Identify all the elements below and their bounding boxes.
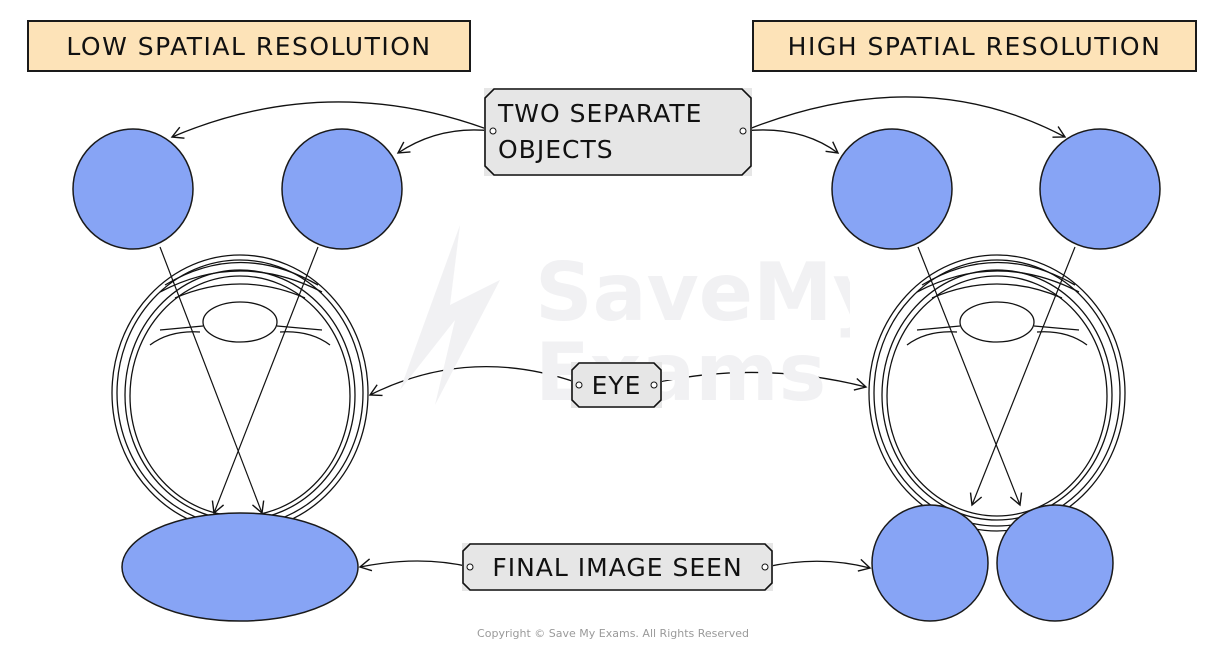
label-frame [484,88,752,176]
label-text: EYE [591,370,642,400]
label-eye: EYE [571,362,662,408]
watermark-logo-icon [400,225,500,405]
label-frame [571,362,662,408]
object-left-1 [72,128,194,250]
light-rays-left [159,246,319,515]
copyright-notice: Copyright © Save My Exams. All Rights Re… [477,627,749,640]
object-right-2 [1039,128,1161,250]
object-left-2 [281,128,403,250]
light-rays-right [917,246,1076,507]
label-line-1: TWO SEPARATE [498,99,703,128]
final-image-left-blurred [121,512,359,622]
connector-arrows [170,96,1067,572]
title-low-spatial-resolution: LOW SPATIAL RESOLUTION [27,20,471,72]
label-two-separate-objects: TWO SEPARATE OBJECTS [484,88,752,176]
label-frame [462,543,773,591]
watermark-text-1: SaveMy [535,246,850,339]
title-high-spatial-resolution: HIGH SPATIAL RESOLUTION [752,20,1197,72]
eye-right [868,254,1126,532]
final-image-right-1 [871,504,989,622]
label-final-image-seen: FINAL IMAGE SEEN [462,543,773,591]
object-right-1 [831,128,953,250]
label-text: FINAL IMAGE SEEN [492,552,743,582]
eye-left [111,254,369,532]
label-line-2: OBJECTS [498,135,614,164]
final-image-right-2 [996,504,1114,622]
